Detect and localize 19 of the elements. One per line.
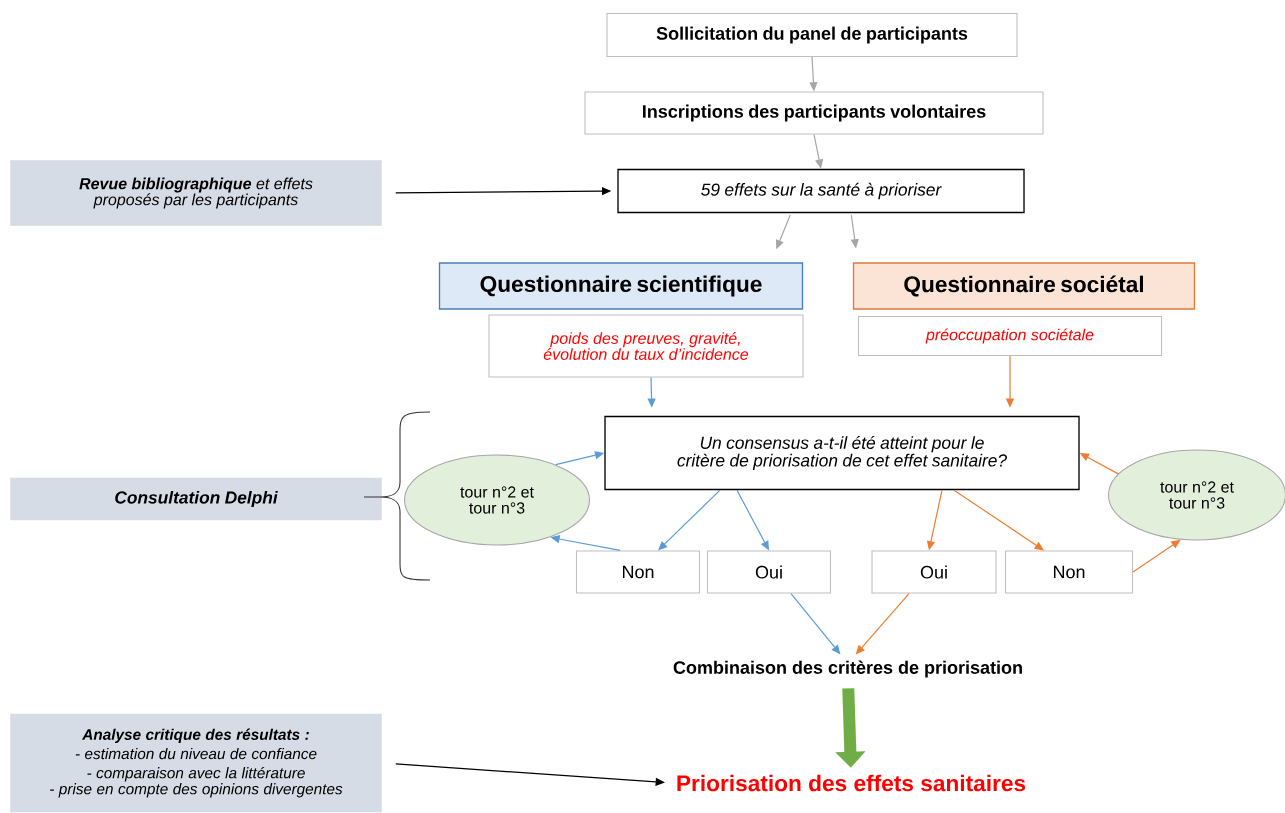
questionnaire-box: Questionnaire sociétal — [852, 262, 1196, 310]
note-box: Revue bibliographique et effets proposés par les participants — [10, 160, 382, 226]
result-title: Priorisation des effets sanitaires — [677, 774, 1026, 792]
process-box: Non — [575, 550, 701, 594]
questionnaire-box: Questionnaire scientifique — [438, 262, 804, 310]
process-box: Oui — [871, 550, 997, 594]
arrow — [953, 489, 1044, 551]
process-box: Oui — [706, 550, 832, 594]
arrow — [395, 763, 665, 786]
process-box: 59 effets sur la santé à prioriser — [617, 168, 1025, 214]
note-box: Consultation Delphi — [10, 477, 382, 521]
process-box: Un consensus a-t-il été atteint pour le critère de priorisation de cet effet sanitaire? — [604, 415, 1080, 491]
process-box: Inscriptions des participants volontaires — [584, 91, 1044, 135]
note-box: Analyse critique des résultats : - estimation du niveau de confiance - comparaison avec la littérature - prise en compte des opinions divergentes — [10, 713, 382, 813]
criteria-box: préoccupation sociétale — [857, 315, 1163, 357]
process-box: Non — [1004, 550, 1134, 594]
step-title: Combinaison des critères de priorisation — [673, 660, 1022, 678]
process-box: Sollicitation du panel de participants — [606, 12, 1018, 58]
criteria-box: poids des preuves, gravité, évolution du taux d’incidence — [488, 314, 804, 378]
